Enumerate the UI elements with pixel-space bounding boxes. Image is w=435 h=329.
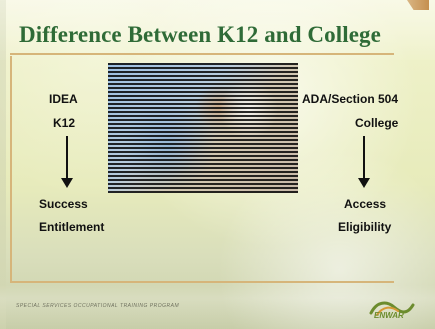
k12-label: K12 bbox=[53, 116, 76, 130]
footer-band bbox=[0, 285, 435, 329]
enwar-logo-icon: ENWAR bbox=[369, 301, 415, 320]
college-label: College bbox=[355, 116, 399, 130]
access-label: Access bbox=[344, 197, 387, 211]
ada-section-504-label: ADA/Section 504 bbox=[302, 92, 399, 106]
eligibility-label: Eligibility bbox=[338, 220, 392, 234]
down-arrow-icon bbox=[61, 136, 73, 188]
footer-program-text: SPECIAL SERVICES OCCUPATIONAL TRAINING P… bbox=[16, 303, 180, 309]
down-arrow-icon bbox=[358, 136, 370, 188]
left-rule bbox=[10, 56, 12, 281]
idea-label: IDEA bbox=[49, 92, 78, 106]
title-rule bbox=[10, 53, 394, 55]
slide-title: Difference Between K12 and College bbox=[19, 22, 381, 47]
corner-accent bbox=[407, 0, 429, 10]
center-image-panel bbox=[108, 63, 298, 193]
success-label: Success bbox=[39, 197, 88, 211]
entitlement-label: Entitlement bbox=[39, 220, 105, 234]
footer-rule bbox=[10, 281, 394, 283]
title-band bbox=[0, 0, 435, 60]
logo-text: ENWAR bbox=[374, 311, 404, 320]
